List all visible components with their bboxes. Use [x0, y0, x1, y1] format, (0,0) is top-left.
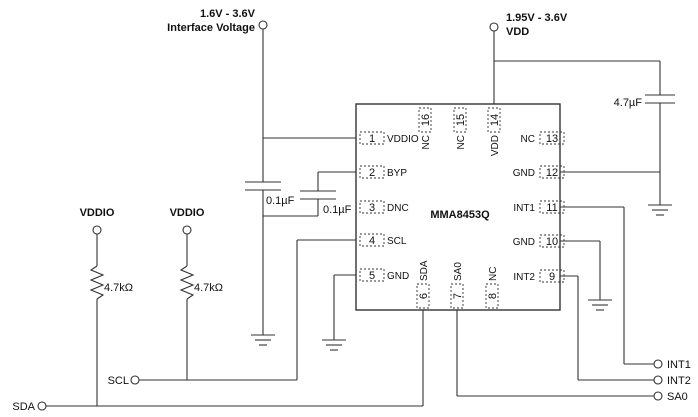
svg-text:3: 3	[369, 202, 375, 214]
svg-text:7: 7	[452, 293, 464, 299]
svg-text:9: 9	[549, 271, 555, 283]
ground-symbol	[251, 334, 275, 346]
vdd-capacitor-value: 4.7µF	[614, 97, 643, 109]
pin-7-sa0: SA0 7	[450, 262, 464, 309]
svg-text:INT2: INT2	[513, 272, 535, 283]
svg-text:1: 1	[369, 133, 375, 145]
svg-text:2: 2	[369, 167, 375, 179]
int2-terminal	[653, 375, 663, 385]
svg-text:13: 13	[546, 133, 558, 145]
svg-text:11: 11	[546, 202, 557, 214]
svg-text:NC: NC	[421, 135, 432, 149]
interface-voltage-terminal	[258, 20, 268, 30]
pin-9-int2: 9 INT2	[513, 269, 565, 283]
pin-13-nc: 13 NC	[521, 131, 565, 145]
pin-2-byp: 2 BYP	[359, 165, 407, 179]
pin-1-vddio: 1 VDDIO	[359, 131, 419, 145]
sda-terminal	[37, 401, 47, 411]
vdd-label: VDD	[506, 26, 529, 38]
svg-text:BYP: BYP	[387, 168, 407, 179]
pullup-supply-left: VDDIO	[80, 207, 115, 219]
vddio-terminal-left	[92, 225, 102, 235]
sda-signal-label: SDA	[12, 401, 35, 413]
svg-text:GND: GND	[387, 271, 409, 282]
svg-text:SDA: SDA	[419, 260, 430, 281]
sa0-terminal	[653, 391, 663, 401]
vdd-decoupling-capacitor	[645, 94, 675, 104]
svg-text:INT1: INT1	[513, 203, 535, 214]
svg-text:GND: GND	[513, 168, 535, 179]
svg-text:GND: GND	[513, 237, 535, 248]
sda-pullup-resistor	[89, 265, 105, 300]
int2-signal-label: INT2	[667, 375, 691, 387]
svg-text:NC: NC	[521, 134, 535, 145]
ground-symbol	[588, 299, 612, 311]
svg-text:16: 16	[420, 114, 432, 126]
svg-text:SCL: SCL	[387, 236, 407, 247]
scl-resistor-value: 4.7kΩ	[194, 282, 223, 294]
svg-text:8: 8	[487, 293, 499, 299]
ground-symbol	[322, 339, 346, 351]
vddio-terminal-right	[182, 225, 192, 235]
chip-body	[355, 103, 561, 311]
svg-text:15: 15	[455, 114, 467, 126]
pin-4-scl: 4 SCL	[359, 233, 407, 247]
pin-6-sda: SDA 6	[416, 260, 430, 309]
scl-pullup-resistor	[179, 265, 195, 300]
pin-3-dnc: 3 DNC	[359, 200, 409, 214]
svg-text:DNC: DNC	[387, 203, 409, 214]
svg-text:NC: NC	[488, 267, 499, 281]
sa0-signal-label: SA0	[667, 391, 688, 403]
svg-text:6: 6	[418, 293, 430, 299]
vdd-terminal	[489, 22, 499, 32]
svg-text:4: 4	[369, 235, 375, 247]
pin-16-nc: 16 NC	[418, 107, 432, 149]
svg-text:10: 10	[546, 236, 558, 248]
vddio-decoupling-capacitor	[245, 181, 281, 191]
interface-voltage-label: Interface Voltage	[167, 22, 255, 34]
vddio-capacitor-value: 0.1µF	[266, 195, 295, 207]
vdd-range: 1.95V - 3.6V	[506, 12, 568, 24]
scl-terminal	[130, 375, 140, 385]
pin-10-gnd: 10 GND	[513, 234, 565, 248]
int1-terminal	[653, 359, 663, 369]
pullup-supply-right: VDDIO	[170, 207, 205, 219]
chip-part-number: MMA8453Q	[430, 209, 490, 221]
svg-text:NC: NC	[456, 135, 467, 149]
ground-symbol	[648, 204, 672, 216]
int1-signal-label: INT1	[667, 359, 691, 371]
svg-text:SA0: SA0	[453, 262, 464, 281]
pin-14-vdd: 14 VDD	[487, 107, 501, 156]
sda-resistor-value: 4.7kΩ	[104, 282, 133, 294]
pin-5-gnd: 5 GND	[359, 268, 409, 282]
pin-11-int1: 11 INT1	[513, 200, 565, 214]
svg-text:VDDIO: VDDIO	[387, 134, 419, 145]
scl-signal-label: SCL	[108, 375, 129, 387]
pin-12-gnd: 12 GND	[513, 165, 565, 179]
svg-text:14: 14	[489, 114, 501, 126]
interface-voltage-range: 1.6V - 3.6V	[200, 8, 256, 20]
svg-text:5: 5	[369, 270, 375, 282]
svg-text:VDD: VDD	[490, 135, 501, 156]
byp-capacitor-value: 0.1µF	[323, 204, 352, 216]
pin-15-nc: 15 NC	[453, 107, 467, 149]
byp-capacitor	[300, 190, 336, 200]
svg-text:12: 12	[546, 167, 558, 179]
pin-8-nc: NC 8	[485, 267, 499, 309]
